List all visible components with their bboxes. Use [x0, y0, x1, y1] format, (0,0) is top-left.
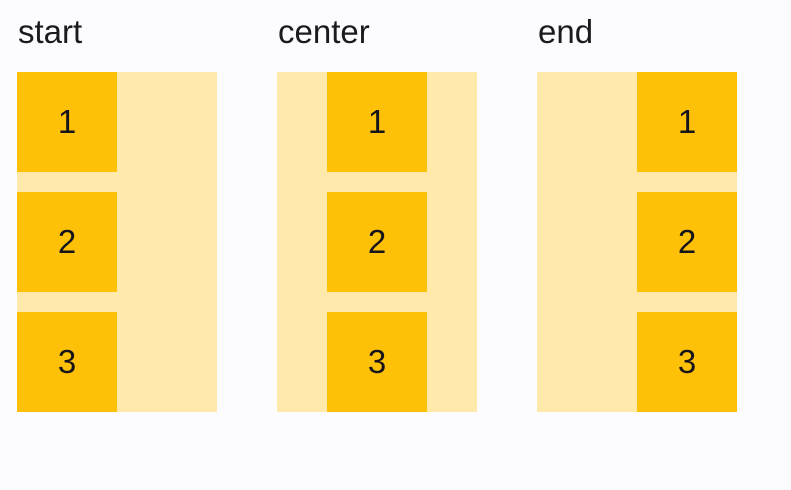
alignment-label-center: center	[278, 13, 370, 50]
alignment-label-end: end	[538, 13, 594, 50]
alignment-label-start: start	[18, 13, 83, 50]
flex-item: 1	[17, 72, 117, 172]
flex-item: 2	[327, 192, 427, 292]
flex-container-start: 1 2 3	[17, 72, 217, 412]
flex-item: 2	[17, 192, 117, 292]
alignment-examples-row: start 1 2 3 center 1 2 3 end 1 2 3	[17, 15, 737, 412]
alignment-example-center: center 1 2 3	[277, 15, 477, 412]
flex-item: 3	[637, 312, 737, 412]
flex-item: 2	[637, 192, 737, 292]
flex-item: 1	[327, 72, 427, 172]
flex-item: 3	[17, 312, 117, 412]
flex-container-center: 1 2 3	[277, 72, 477, 412]
flex-item: 1	[637, 72, 737, 172]
flex-container-end: 1 2 3	[537, 72, 737, 412]
alignment-example-end: end 1 2 3	[537, 15, 737, 412]
alignment-example-start: start 1 2 3	[17, 15, 217, 412]
flex-item: 3	[327, 312, 427, 412]
